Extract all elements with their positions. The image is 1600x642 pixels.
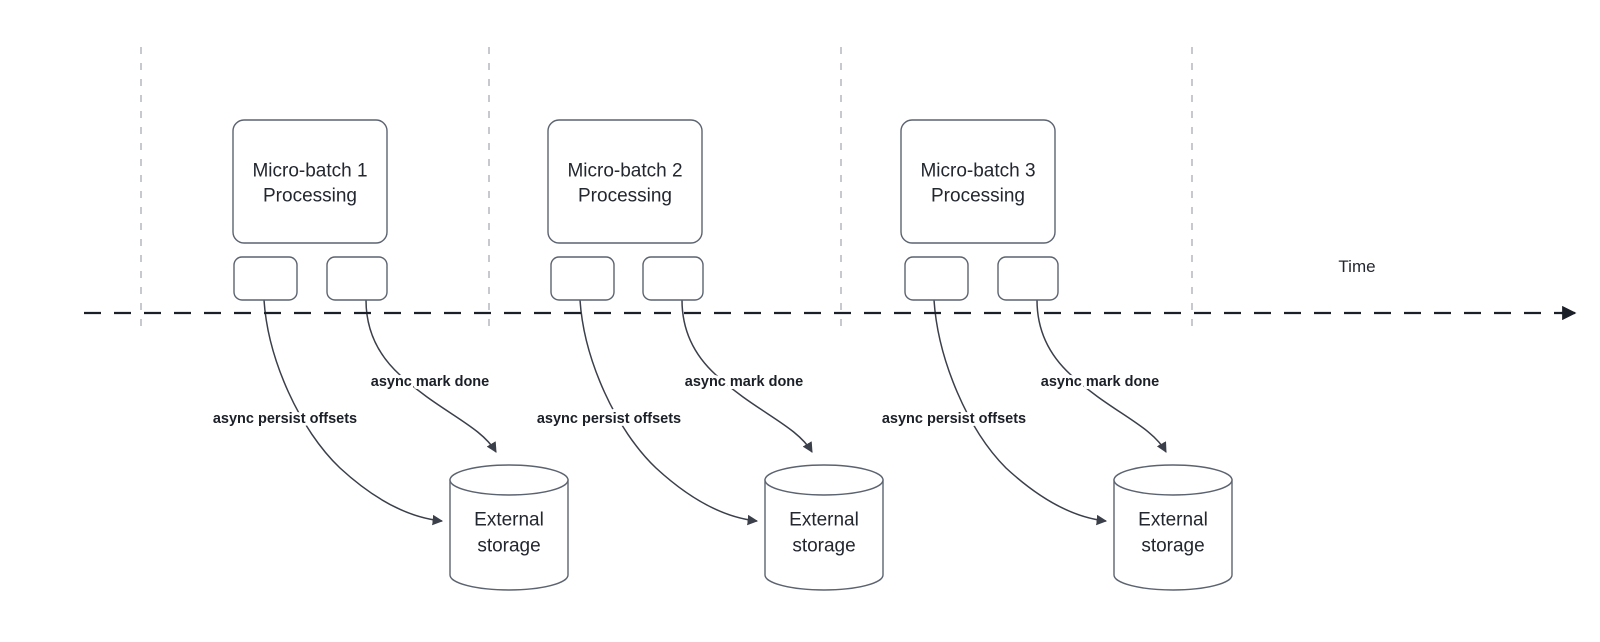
flow-arrow-group xyxy=(263,299,1167,526)
edge-label-group: async persist offsets async persist offse… xyxy=(210,371,1162,430)
flow-arrow-async-persist-offsets-3 xyxy=(933,299,1108,526)
micro-batch-label-line1-1: Micro-batch 1 xyxy=(252,161,367,182)
edge-label-async-persist-offsets-2-halo: async persist offsets xyxy=(537,411,681,427)
flow-arrow-async-mark-done-2 xyxy=(681,299,813,453)
edge-label-async-mark-done-2: async mark done xyxy=(685,374,803,390)
edge-label-async-persist-offsets-2: async persist offsets xyxy=(537,411,681,427)
task-box-1-2[interactable] xyxy=(326,256,388,301)
task-box-2-1[interactable] xyxy=(550,256,615,301)
edge-label-async-mark-done-2-halo: async mark done xyxy=(685,374,803,390)
external-storage-label-line1-1: External xyxy=(474,510,544,531)
task-box-3-1[interactable] xyxy=(904,256,969,301)
micro-batch-label-line1-2: Micro-batch 2 xyxy=(567,161,682,182)
micro-batch-label-line2-3: Processing xyxy=(931,186,1025,207)
external-storage-cylinder-body-2[interactable] xyxy=(764,479,884,591)
external-storage-label-line1-2: External xyxy=(789,510,859,531)
micro-batch-label-line2-2: Processing xyxy=(578,186,672,207)
flow-arrow-async-mark-done-3 xyxy=(1036,299,1167,453)
external-storage-cylinder-top-3 xyxy=(1113,464,1233,496)
task-box-1-1[interactable] xyxy=(233,256,298,301)
flow-arrow-async-persist-offsets-1 xyxy=(263,299,444,526)
edge-label-async-mark-done-3: async mark done xyxy=(1041,374,1159,390)
time-axis-group: Time xyxy=(84,257,1577,321)
external-storage-cylinder-top-2 xyxy=(764,464,884,496)
external-storage-label-line1-3: External xyxy=(1138,510,1208,531)
external-storage-label-line2-2: storage xyxy=(792,536,855,557)
flow-arrow-async-mark-done-1 xyxy=(365,299,497,453)
edge-label-async-mark-done-1-halo: async mark done xyxy=(371,374,489,390)
external-storage-label-line2-3: storage xyxy=(1141,536,1204,557)
micro-batch-box-2[interactable] xyxy=(547,119,703,244)
task-box-3-2[interactable] xyxy=(997,256,1059,301)
micro-batch-box-3[interactable] xyxy=(900,119,1056,244)
edge-label-async-persist-offsets-3: async persist offsets xyxy=(882,411,1026,427)
edge-label-async-mark-done-1: async mark done xyxy=(371,374,489,390)
edge-label-async-persist-offsets-1-halo: async persist offsets xyxy=(213,411,357,427)
task-box-2-2[interactable] xyxy=(642,256,704,301)
micro-batch-label-line1-3: Micro-batch 3 xyxy=(920,161,1035,182)
flow-arrow-async-persist-offsets-2 xyxy=(579,299,759,526)
edge-label-async-persist-offsets-3-halo: async persist offsets xyxy=(882,411,1026,427)
micro-batch-box-1[interactable] xyxy=(232,119,388,244)
edge-label-async-persist-offsets-1: async persist offsets xyxy=(213,411,357,427)
external-storage-label-line2-1: storage xyxy=(477,536,540,557)
external-storage-cylinder-top-1 xyxy=(449,464,569,496)
external-storage-cylinder-body-1[interactable] xyxy=(449,479,569,591)
time-axis-label: Time xyxy=(1338,257,1375,276)
external-storage-cylinder-body-3[interactable] xyxy=(1113,479,1233,591)
micro-batch-label-line2-1: Processing xyxy=(263,186,357,207)
edge-label-async-mark-done-3-halo: async mark done xyxy=(1041,374,1159,390)
